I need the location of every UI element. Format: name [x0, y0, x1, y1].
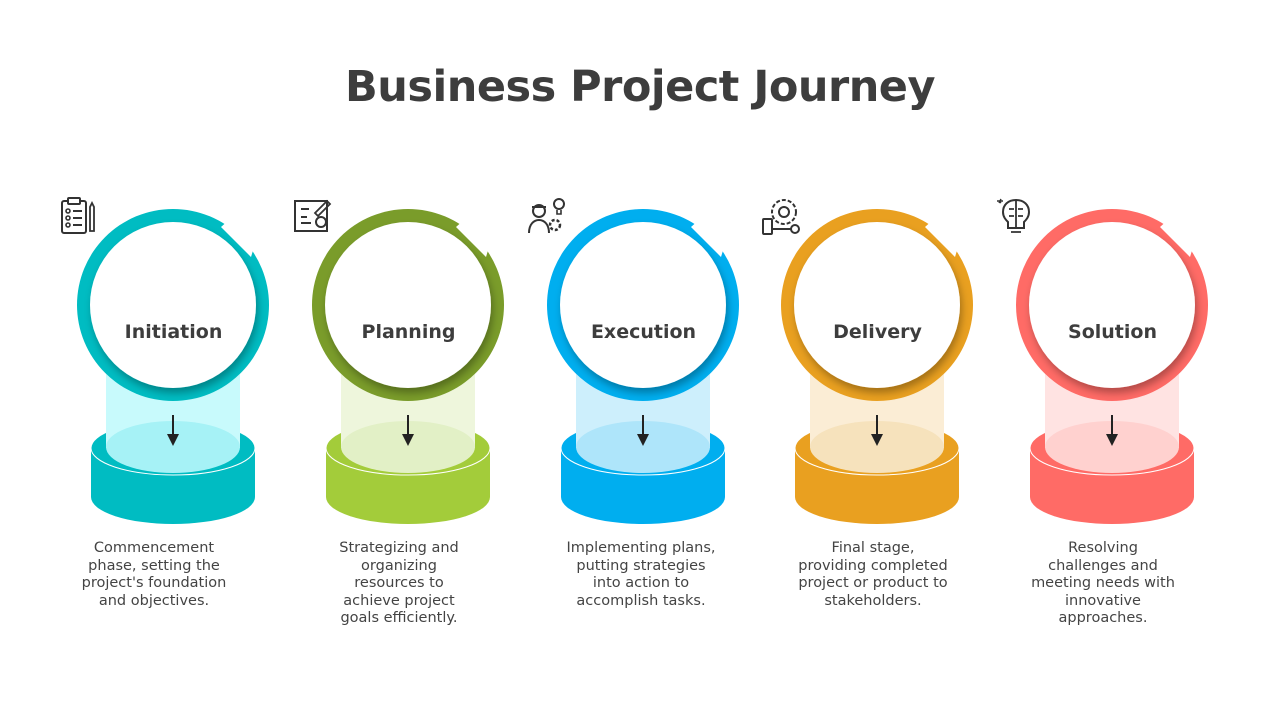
arrow-head	[1106, 434, 1118, 446]
step-description: Implementing plans, putting strategies i…	[566, 540, 716, 609]
step-initiation: Initiation Commencement phase, setting t…	[56, 195, 291, 645]
step-label: Planning	[361, 321, 456, 343]
column-base	[810, 421, 944, 473]
step-label: Initiation	[124, 321, 223, 343]
step-solution: Solution Resolving challenges and meetin…	[995, 195, 1230, 645]
ring-gap	[456, 206, 499, 257]
step-label: Solution	[1068, 321, 1157, 343]
ring-gap	[1160, 206, 1203, 257]
step-label: Execution	[590, 321, 697, 343]
column-base	[341, 421, 475, 473]
step-description: Final stage, providing completed project…	[798, 540, 948, 609]
step-graphic	[312, 206, 504, 524]
column-base	[106, 421, 240, 473]
arrow-head	[402, 434, 414, 446]
arrow-head	[871, 434, 883, 446]
brain-idea-bulb-icon	[997, 198, 1031, 233]
step-description: Resolving challenges and meeting needs w…	[1031, 540, 1175, 626]
step-planning: Planning Strategizing and organizing res…	[291, 195, 526, 645]
worker-gear-idea-icon	[528, 198, 565, 234]
step-graphic	[547, 206, 739, 524]
arrow-head	[167, 434, 179, 446]
column-base	[1045, 421, 1179, 473]
step-delivery: Delivery Final stage, providing complete…	[760, 195, 995, 645]
step-graphic	[77, 206, 269, 524]
arrow-head	[637, 434, 649, 446]
step-graphic	[1016, 206, 1208, 524]
column-base	[576, 421, 710, 473]
step-disc	[794, 222, 960, 388]
step-disc	[325, 222, 491, 388]
ring-gap	[925, 206, 968, 257]
step-description: Commencement phase, setting the project'…	[81, 540, 227, 609]
step-execution: Execution Implementing plans, putting st…	[526, 195, 761, 645]
delivery-process-icon	[762, 199, 800, 235]
step-disc	[90, 222, 256, 388]
step-label: Delivery	[833, 321, 922, 343]
step-disc	[1029, 222, 1195, 388]
step-description: Strategizing and organizing resources to…	[339, 540, 459, 626]
step-graphic	[781, 206, 973, 524]
clipboard-checklist-icon	[61, 197, 95, 234]
ring-gap	[691, 206, 734, 257]
step-disc	[560, 222, 726, 388]
ring-gap	[221, 206, 264, 257]
blueprint-plan-icon	[294, 199, 332, 232]
slide-title: Business Project Journey	[345, 62, 936, 112]
